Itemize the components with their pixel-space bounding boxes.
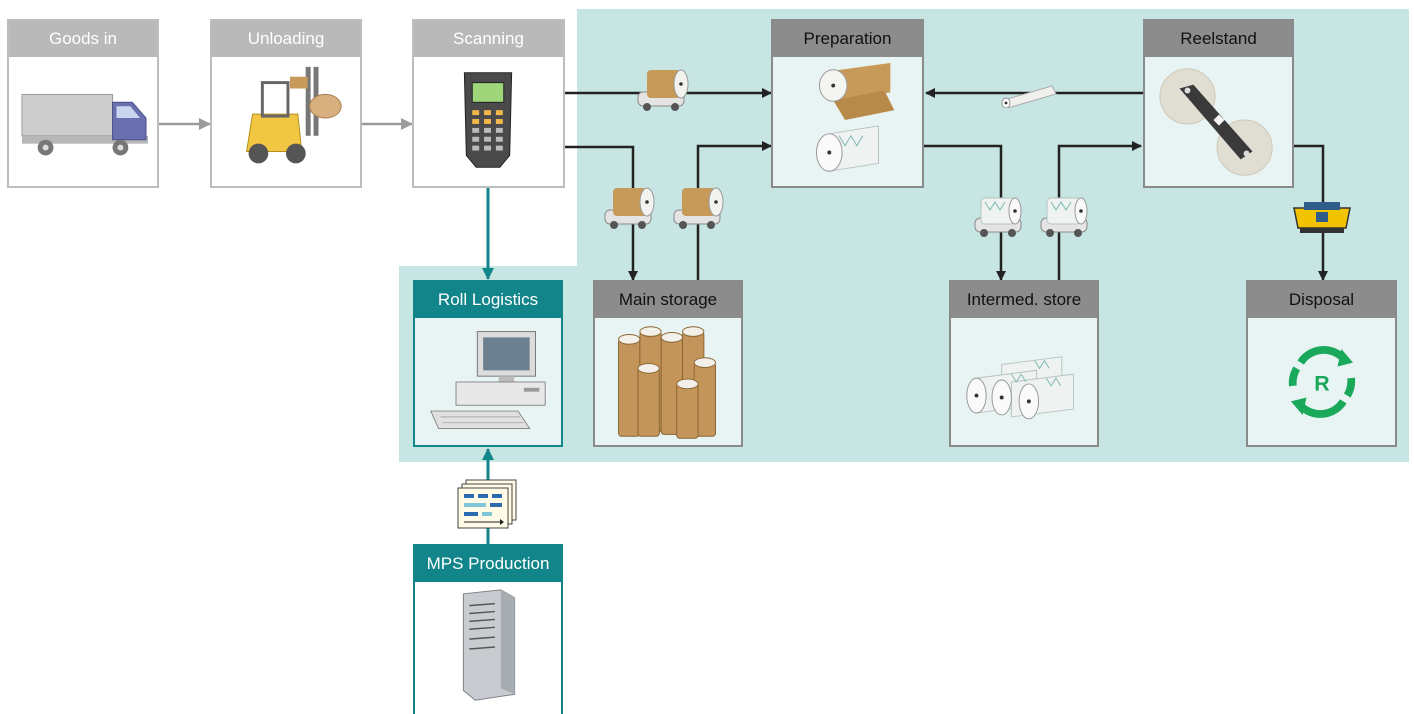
reelstand-title: Reelstand (1145, 21, 1292, 57)
prepared-roll-cart-icon (1040, 197, 1088, 237)
intermed-store-title: Intermed. store (951, 282, 1097, 318)
core-tube-icon (1001, 85, 1057, 108)
intermed-store-box[interactable]: Intermed. store (949, 280, 1099, 447)
reelstand-box[interactable]: Reelstand (1143, 19, 1294, 188)
roll-stack-icon (618, 326, 716, 439)
paper-roll-icon (815, 62, 895, 172)
preparation-title: Preparation (773, 21, 922, 57)
scanning-box[interactable]: Scanning (412, 19, 565, 188)
unloading-box[interactable]: Unloading (210, 19, 362, 188)
truck-icon (21, 93, 148, 156)
scanning-title: Scanning (414, 21, 563, 57)
waste-bin-icon (1293, 202, 1351, 233)
roll-logistics-box[interactable]: Roll Logistics (413, 280, 563, 447)
main-storage-box[interactable]: Main storage (593, 280, 743, 447)
goods-in-title: Goods in (9, 21, 157, 57)
forklift-icon (246, 66, 342, 164)
roll-cart-icon (604, 187, 655, 229)
disposal-box[interactable]: Disposal R (1246, 280, 1397, 447)
prepared-roll-cart-icon (974, 197, 1022, 237)
main-storage-title: Main storage (595, 282, 741, 318)
prepared-rolls-icon (966, 356, 1074, 420)
reelstand-icon (1159, 68, 1273, 176)
recycle-letter: R (1314, 372, 1329, 396)
mps-production-title: MPS Production (415, 546, 561, 582)
barcode-scanner-icon (463, 72, 513, 168)
disposal-title: Disposal (1248, 282, 1395, 318)
unloading-title: Unloading (212, 21, 360, 57)
server-tower-icon (462, 589, 516, 701)
mps-production-box[interactable]: MPS Production (413, 544, 563, 714)
roll-logistics-title: Roll Logistics (415, 282, 561, 318)
roll-cart-icon (637, 69, 689, 111)
workstation-icon (430, 331, 546, 430)
document-stack-icon (457, 479, 517, 529)
preparation-box[interactable]: Preparation (771, 19, 924, 188)
recycle-icon: R (1288, 346, 1356, 418)
goods-in-box[interactable]: Goods in (7, 19, 159, 188)
roll-cart-icon (673, 187, 724, 229)
